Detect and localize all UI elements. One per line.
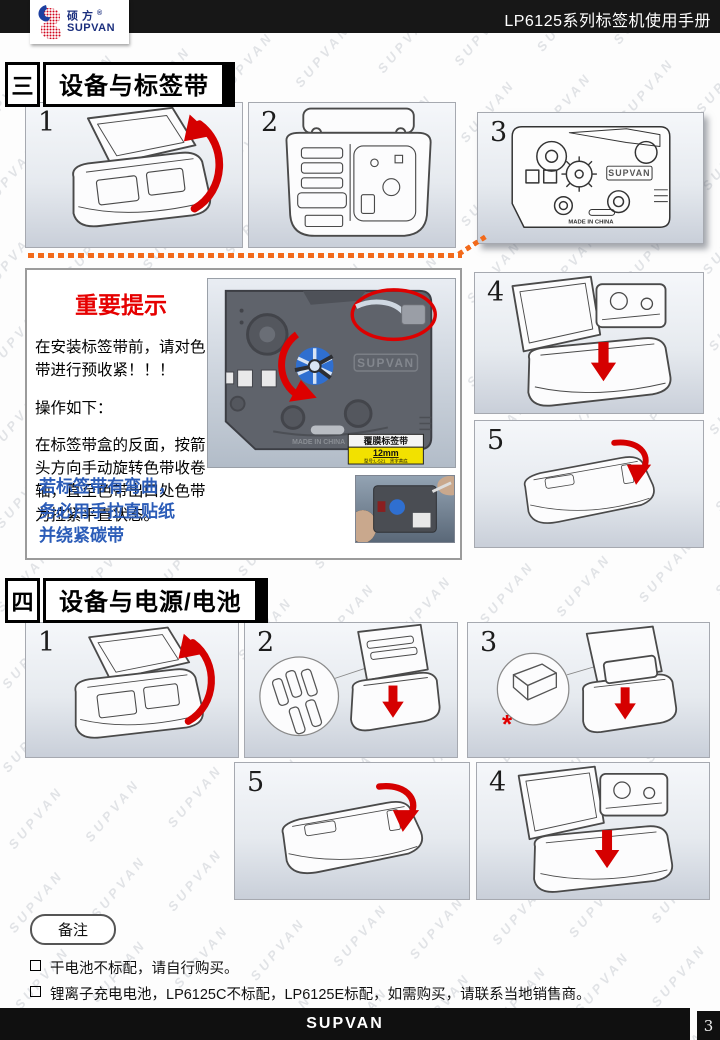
section3-title: 设备与标签带	[43, 62, 235, 107]
guide-dotted-line	[28, 253, 462, 258]
sec3-step2-panel: 2	[248, 102, 456, 248]
notice-paragraph-2: 操作如下：	[35, 399, 113, 417]
note-text: 锂离子充电电池，LP6125C不标配，LP6125E标配，如需购买，请联系当地销…	[50, 987, 591, 1003]
step-number: 5	[247, 767, 265, 798]
sec4-step5-panel: 5	[234, 762, 470, 900]
step-number: 2	[257, 627, 275, 658]
close-lid-illustration	[235, 763, 469, 899]
logo-reg-mark: ®	[97, 9, 103, 17]
section3-number: 三	[5, 62, 40, 107]
section3-header: 三 设备与标签带	[5, 62, 235, 107]
guide-dotted-line-diagonal	[457, 234, 487, 257]
step-number: 5	[487, 425, 505, 456]
insert-cassette-illustration	[477, 763, 709, 899]
notice-paragraph-3: 在标签带盒的反面，按箭头方向手动旋转色带收卷轴，直至色带出口处色带为拉紧平直状态…	[35, 436, 206, 524]
supvan-logo: 硕方® SUPVAN	[30, 0, 129, 44]
section4-header: 四 设备与电源/电池	[5, 578, 268, 623]
sec3-step1-panel: 1	[25, 102, 243, 248]
label-model-text: 型号:L-521 黑字黄底	[364, 458, 408, 465]
note-item: 锂离子充电电池，LP6125C不标配，LP6125E标配，如需购买，请联系当地销…	[30, 983, 700, 1004]
page-number: 3	[697, 1011, 720, 1040]
sec4-step3-panel: 3 *	[467, 622, 710, 758]
section4-title: 设备与电源/电池	[43, 578, 268, 623]
manual-title: LP6125系列标签机使用手册	[504, 13, 711, 30]
sec3-step3-panel: 3 SUPVAN MADE IN CHINA	[477, 112, 704, 244]
step-number: 1	[38, 627, 56, 658]
notice-title: 重要提示	[75, 292, 167, 318]
cassette-origin-text: MADE IN CHINA	[568, 219, 614, 225]
sec3-step4-panel: 4	[474, 272, 704, 414]
cassette-brand-text: SUPVAN	[608, 168, 650, 178]
checkbox-bullet-icon	[30, 960, 41, 971]
notes-title: 备注	[30, 914, 117, 945]
cassette-line-illustration: SUPVAN MADE IN CHINA	[511, 126, 671, 228]
sec4-step4-panel: 4	[476, 762, 710, 900]
battery-asterisk-mark: *	[502, 709, 513, 739]
important-notice-panel: 重要提示 在安装标签带前，请对色带进行预收紧！！！ 操作如下： 在标签带盒的反面…	[25, 268, 463, 560]
cassette-spec-label: 覆膜标签带 12mm 型号:L-521 黑字黄底	[347, 433, 424, 465]
footer-bar: SUPVAN	[0, 1008, 690, 1040]
cassette-origin-embossed: MADE IN CHINA	[292, 439, 345, 446]
close-lid-illustration	[475, 421, 703, 547]
label-type-text: 覆膜标签带	[363, 435, 408, 446]
logo-cn: 硕方®	[67, 10, 115, 23]
open-lid-illustration	[26, 103, 242, 247]
sec4-step2-panel: 2	[244, 622, 458, 758]
notice-column: 重要提示 在安装标签带前，请对色带进行预收紧！！！ 操作如下： 在标签带盒的反面…	[35, 278, 207, 541]
step-number: 4	[489, 767, 507, 798]
checkbox-bullet-icon	[30, 986, 41, 997]
step-number: 1	[38, 107, 56, 138]
tip-photo	[349, 475, 463, 543]
note-text: 干电池不标配，请自行购买。	[50, 961, 239, 977]
footer-brand: SUPVAN	[306, 1015, 384, 1032]
step-number: 3	[490, 117, 508, 148]
tip-photo-graphic	[349, 476, 463, 543]
notice-paragraph-1: 在安装标签带前，请对色带进行预收紧！！！	[35, 339, 206, 380]
step-number: 4	[487, 277, 505, 308]
logo-en: SUPVAN	[67, 22, 116, 35]
open-top-view-illustration	[249, 103, 455, 247]
step-number: 2	[261, 107, 279, 138]
open-lid-illustration	[26, 623, 238, 757]
sec3-step5-panel: 5	[474, 420, 704, 548]
cassette-brand-embossed: SUPVAN	[357, 356, 414, 370]
note-item: 干电池不标配，请自行购买。	[30, 957, 700, 978]
cassette-photo: SUPVAN MADE IN CHINA 覆膜标签带 12mm 型号:L-521…	[207, 278, 456, 468]
step-number: 3	[480, 627, 498, 658]
tip-text: 若标签带有弯曲，务必用手拉直贴纸并绕紧碳带	[39, 477, 175, 546]
cassette-photo-graphic: SUPVAN MADE IN CHINA 覆膜标签带 12mm 型号:L-521…	[208, 279, 455, 467]
section4-number: 四	[5, 578, 40, 623]
supvan-logo-icon	[38, 5, 62, 40]
insert-cassette-illustration	[475, 273, 703, 413]
logo-cn-text: 硕方	[67, 10, 97, 23]
sec4-step1-panel: 1	[25, 622, 239, 758]
logo-text: 硕方® SUPVAN	[67, 10, 115, 35]
label-size-text: 12mm	[373, 448, 399, 458]
insert-batteries-illustration	[245, 623, 457, 757]
